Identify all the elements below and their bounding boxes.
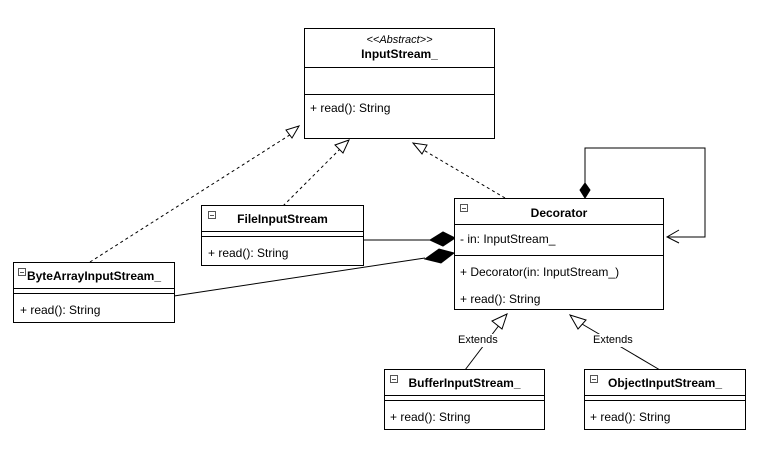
stereotype-label: <<Abstract>> — [366, 34, 433, 46]
attributes-divider — [585, 395, 745, 396]
class-bufferinputstream[interactable]: BufferInputStream_ + read(): String — [384, 369, 545, 430]
collapse-toggle-icon[interactable] — [208, 211, 216, 219]
composition-diamond-file — [428, 231, 456, 247]
attributes-divider — [14, 288, 174, 289]
self-association-arrowhead — [665, 229, 680, 244]
extends-label-right: Extends — [592, 334, 634, 347]
class-name: BufferInputStream_ — [408, 376, 521, 390]
generalization-arrowhead-buffer — [491, 313, 508, 330]
extends-label-left: Extends — [457, 334, 499, 347]
operations-divider — [585, 400, 745, 401]
extends-object-to-decorator — [581, 323, 661, 371]
class-name: FileInputStream — [237, 212, 328, 226]
operation-read: + read(): String — [310, 101, 391, 115]
realization-arrowhead-bytearray — [285, 125, 301, 139]
composition-bytearray-to-decorator — [173, 257, 426, 297]
self-association-diamond — [579, 182, 591, 199]
operation-constructor: + Decorator(in: InputStream_) — [460, 265, 620, 279]
operation-read: + read(): String — [460, 292, 541, 306]
class-name: ByteArrayInputStream_ — [26, 269, 162, 283]
attribute-in: - in: InputStream_ — [460, 232, 556, 246]
operations-divider — [202, 236, 363, 237]
class-decorator[interactable]: Decorator - in: InputStream_ + Decorator… — [454, 198, 664, 310]
operations-divider — [385, 400, 544, 401]
collapse-toggle-icon[interactable] — [18, 268, 26, 276]
generalization-arrowhead-object — [568, 314, 587, 330]
class-inputstream[interactable]: <<Abstract>> InputStream_ + read(): Stri… — [304, 28, 495, 139]
attributes-divider — [305, 67, 494, 68]
collapse-toggle-icon[interactable] — [390, 375, 398, 383]
realization-arrowhead-file — [334, 139, 350, 154]
class-bytearrayinputstream[interactable]: ByteArrayInputStream_ + read(): String — [13, 262, 175, 323]
realization-decorator-to-inputstream — [419, 147, 506, 199]
operations-divider — [305, 94, 494, 95]
realization-arrowhead-decorator — [411, 142, 428, 155]
collapse-toggle-icon[interactable] — [460, 204, 468, 212]
operations-divider — [455, 255, 663, 256]
attributes-divider — [455, 224, 663, 225]
class-name: Decorator — [530, 206, 588, 220]
operation-read: + read(): String — [208, 246, 289, 260]
composition-diamond-bytearray — [423, 248, 456, 264]
extends-buffer-to-decorator — [464, 323, 501, 371]
collapse-toggle-icon[interactable] — [590, 375, 598, 383]
class-name: ObjectInputStream_ — [607, 376, 723, 390]
class-name: InputStream_ — [361, 47, 438, 61]
decorator-self-association — [584, 147, 706, 238]
operation-read: + read(): String — [20, 303, 101, 317]
realization-file-to-inputstream — [282, 144, 345, 207]
attributes-divider — [385, 395, 544, 396]
class-objectinputstream[interactable]: ObjectInputStream_ + read(): String — [584, 369, 746, 430]
realization-bytearray-to-inputstream — [89, 130, 297, 263]
operation-read: + read(): String — [590, 410, 671, 424]
attributes-divider — [202, 231, 363, 232]
class-fileinputstream[interactable]: FileInputStream + read(): String — [201, 205, 364, 266]
operation-read: + read(): String — [390, 410, 471, 424]
operations-divider — [14, 293, 174, 294]
